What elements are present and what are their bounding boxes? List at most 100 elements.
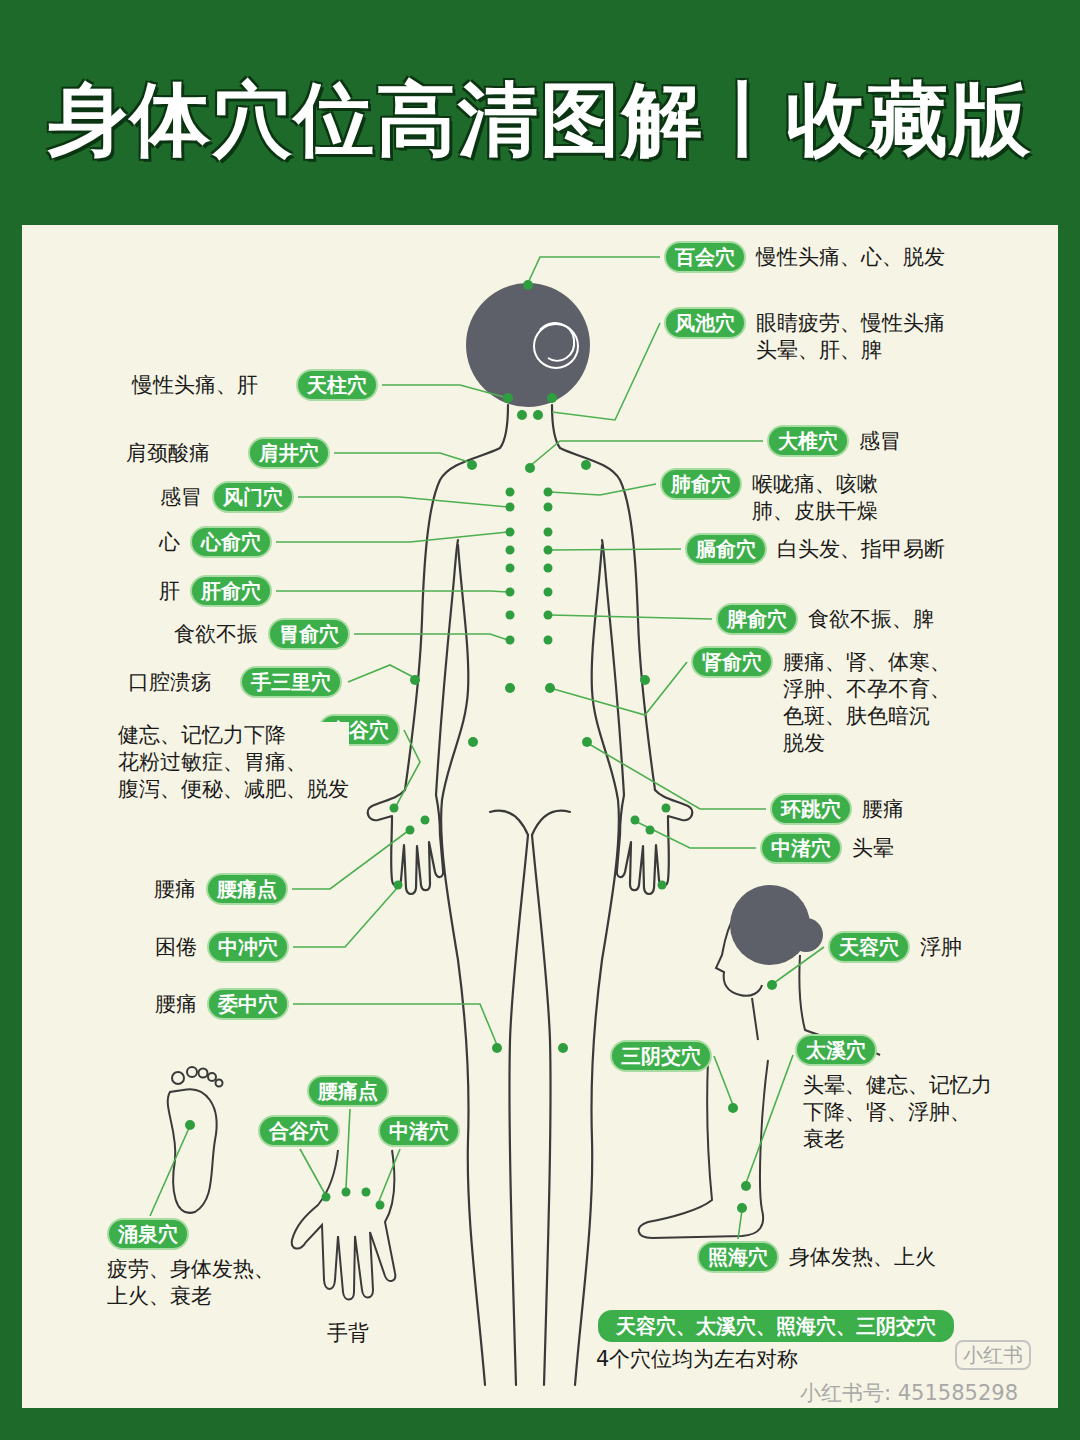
body-outline	[436, 540, 458, 795]
acupoint-name: 涌泉穴	[107, 1218, 189, 1250]
toe	[172, 1072, 184, 1084]
acupoint-effect: 食欲不振、脾	[808, 606, 934, 633]
acupoint-effect: 慢性头痛、肝	[132, 372, 258, 399]
text-line: 心	[159, 529, 180, 556]
leader-line	[550, 615, 712, 619]
leader-line	[530, 441, 763, 466]
acupoint-effect: 心	[159, 529, 180, 556]
body-outline	[552, 405, 655, 790]
text-line: 脱发	[783, 730, 951, 757]
acupoint-node: 合谷穴	[258, 1115, 340, 1147]
band-text: 天容穴、太溪穴、照海穴、三阴交穴	[598, 1310, 954, 1342]
acupoint-node: 中冲穴困倦	[155, 931, 289, 963]
acupoint-dot	[506, 564, 515, 573]
acupoint-dot	[737, 1203, 747, 1213]
hair-bun	[534, 324, 578, 368]
leader-line	[300, 1149, 325, 1194]
leader-line	[746, 1055, 793, 1183]
acupoint-dot	[582, 737, 592, 747]
acupoint-node: 环跳穴腰痛	[770, 793, 904, 825]
body-outline	[602, 540, 624, 795]
leader-line	[550, 662, 687, 715]
text-line: 健忘、记忆力下降	[118, 722, 349, 749]
acupoint-node: 中渚穴	[378, 1115, 460, 1147]
acupoint-node: 肩井穴肩颈酸痛	[126, 437, 330, 469]
text-line: 衰老	[803, 1126, 992, 1153]
acupoint-dot	[492, 1043, 502, 1053]
acupoint-name: 中渚穴	[760, 832, 842, 864]
acupoint-name: 膈俞穴	[685, 533, 767, 565]
hair	[466, 283, 590, 407]
acupoint-node: 太溪穴头晕、健忘、记忆力 下降、肾、浮肿、 衰老	[795, 1034, 992, 1153]
leg-outline	[639, 1060, 768, 1238]
panel-background	[22, 225, 1058, 1408]
acupoint-dot	[506, 503, 515, 512]
acupoint-dot	[533, 410, 543, 420]
text-line: 腰痛	[154, 876, 196, 903]
acupoint-dot	[767, 980, 777, 990]
acupoint-node: 肾俞穴腰痛、肾、体寒、 浮肿、不孕不育、 色斑、肤色暗沉 脱发	[691, 646, 951, 757]
leader-line	[346, 1109, 350, 1188]
leader-line	[334, 453, 472, 463]
acupoint-dot	[468, 737, 478, 747]
acupoint-dot	[410, 675, 420, 685]
acupoint-dot	[525, 463, 535, 473]
acupoint-dot	[544, 611, 553, 620]
leader-line	[589, 744, 766, 809]
text-line: 腰痛	[862, 796, 904, 823]
acupoint-name: 腰痛点	[206, 873, 288, 905]
acupoint-name: 心俞穴	[190, 526, 272, 558]
text-line: 眼睛疲劳、慢性头痛	[756, 310, 945, 337]
leader-line	[528, 257, 660, 283]
text-line: 头晕	[852, 835, 894, 862]
acupoint-effect: 感冒	[859, 428, 901, 455]
acupoint-name: 百会穴	[664, 241, 746, 273]
acupoint-node: 天容穴浮肿	[828, 931, 962, 963]
acupoint-dot	[728, 1103, 738, 1113]
note: 4个穴位均为左右对称	[596, 1346, 798, 1373]
acupoint-effect: 浮肿	[920, 934, 962, 961]
text-line: 腰痛、肾、体寒、	[783, 649, 951, 676]
acupoint-name: 肝俞穴	[190, 575, 272, 607]
acupoint-dot	[631, 816, 640, 825]
text-line: 喉咙痛、咳嗽	[752, 471, 878, 498]
foot-sole	[168, 1089, 217, 1213]
text-line: 头晕、肝、脾	[756, 337, 945, 364]
text-line: 口腔溃疡	[128, 669, 212, 696]
acupoint-effect: 头晕	[852, 835, 894, 862]
hair-bun	[789, 918, 823, 952]
leader-line	[276, 591, 508, 592]
acupoint-dot	[421, 816, 430, 825]
body-outline	[532, 811, 570, 835]
acupoint-dot	[640, 675, 650, 685]
hand-outline	[292, 1150, 396, 1300]
leader-line	[276, 532, 508, 542]
acupoint-effect: 喉咙痛、咳嗽 肺、皮肤干燥	[752, 471, 878, 525]
acupoint-effect: 口腔溃疡	[128, 669, 212, 696]
hand-outline	[617, 790, 692, 894]
note-band: 天容穴、太溪穴、照海穴、三阴交穴	[598, 1310, 954, 1342]
text-line: 腰痛	[155, 991, 197, 1018]
acupoint-dot	[646, 826, 655, 835]
acupoint-name: 脾俞穴	[716, 603, 798, 635]
title: 身体穴位高清图解丨收藏版	[0, 72, 1080, 168]
acupoint-node: 膈俞穴白头发、指甲易断	[685, 533, 945, 565]
acupoint-dot	[517, 410, 527, 420]
text-line: 色斑、肤色暗沉	[783, 703, 951, 730]
text-line: 肩颈酸痛	[126, 440, 210, 467]
acupoint-effect: 困倦	[155, 934, 197, 961]
acupoint-name: 肺俞穴	[660, 468, 742, 500]
acupoint-node: 风池穴眼睛疲劳、慢性头痛 头晕、肝、脾	[664, 307, 945, 364]
acupoint-name: 风池穴	[664, 307, 746, 339]
acupoint-dot	[506, 636, 515, 645]
acupoint-dot	[547, 393, 557, 403]
body-outline	[405, 405, 508, 790]
leader-line	[292, 831, 408, 889]
acupoint-name: 大椎穴	[767, 425, 849, 457]
toe	[216, 1080, 223, 1087]
acupoint-node: 三阴交穴	[610, 1040, 712, 1072]
body-outline	[509, 835, 528, 1385]
acupoint-dot	[544, 528, 553, 537]
acupoint-name: 环跳穴	[770, 793, 852, 825]
text-line: 慢性头痛、肝	[132, 372, 258, 399]
